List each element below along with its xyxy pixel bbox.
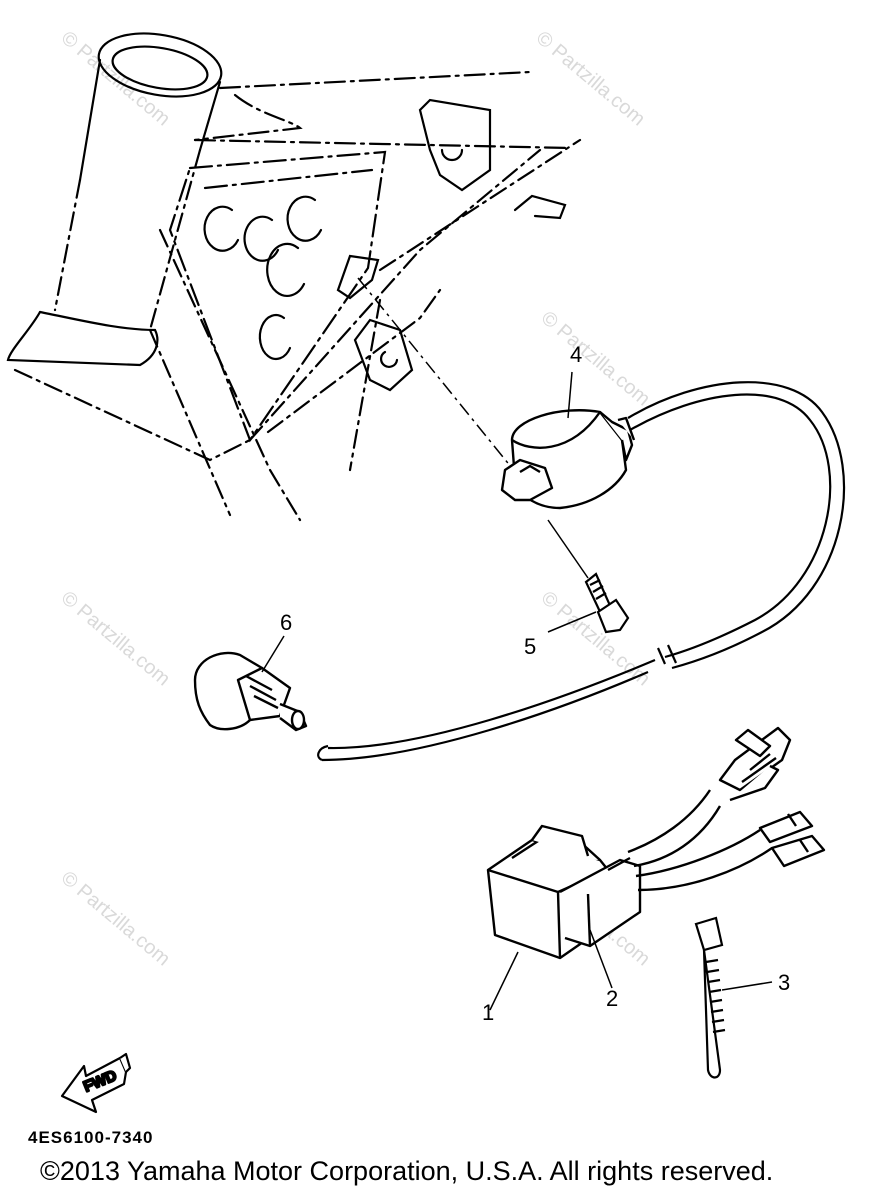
spark-plug-cap <box>193 651 308 732</box>
bolt <box>547 519 630 634</box>
callout-labels: 4 5 6 1 2 3 <box>280 342 790 1025</box>
high-tension-lead <box>317 381 846 762</box>
leader-line <box>357 277 521 479</box>
callout-4: 4 <box>570 342 582 367</box>
watermark: © Partzilla.com <box>57 867 174 970</box>
leader-4 <box>567 371 573 419</box>
callout-6: 6 <box>280 610 292 635</box>
callout-2: 2 <box>606 986 618 1011</box>
callout-leaders <box>261 371 773 1011</box>
watermark: © Partzilla.com <box>57 587 174 690</box>
leader-5 <box>547 611 597 633</box>
leader-6 <box>261 635 285 673</box>
ignition-coil <box>500 409 636 510</box>
cdi-unit <box>486 726 826 960</box>
watermark: © Partzilla.com <box>532 27 649 130</box>
callout-5: 5 <box>524 634 536 659</box>
diagram-part-code: 4ES6100-7340 <box>28 1128 154 1147</box>
callout-1: 1 <box>482 1000 494 1025</box>
callout-3: 3 <box>778 970 790 995</box>
leader-1 <box>489 951 519 1011</box>
frame-outline <box>6 32 582 522</box>
copyright-notice: ©2013 Yamaha Motor Corporation, U.S.A. A… <box>40 1156 774 1186</box>
cable-tie <box>694 916 726 1079</box>
fwd-arrow-icon: FWD <box>60 1052 132 1114</box>
leader-2 <box>589 929 613 989</box>
leader-3 <box>721 981 773 991</box>
watermark: © Partzilla.com <box>537 307 654 410</box>
